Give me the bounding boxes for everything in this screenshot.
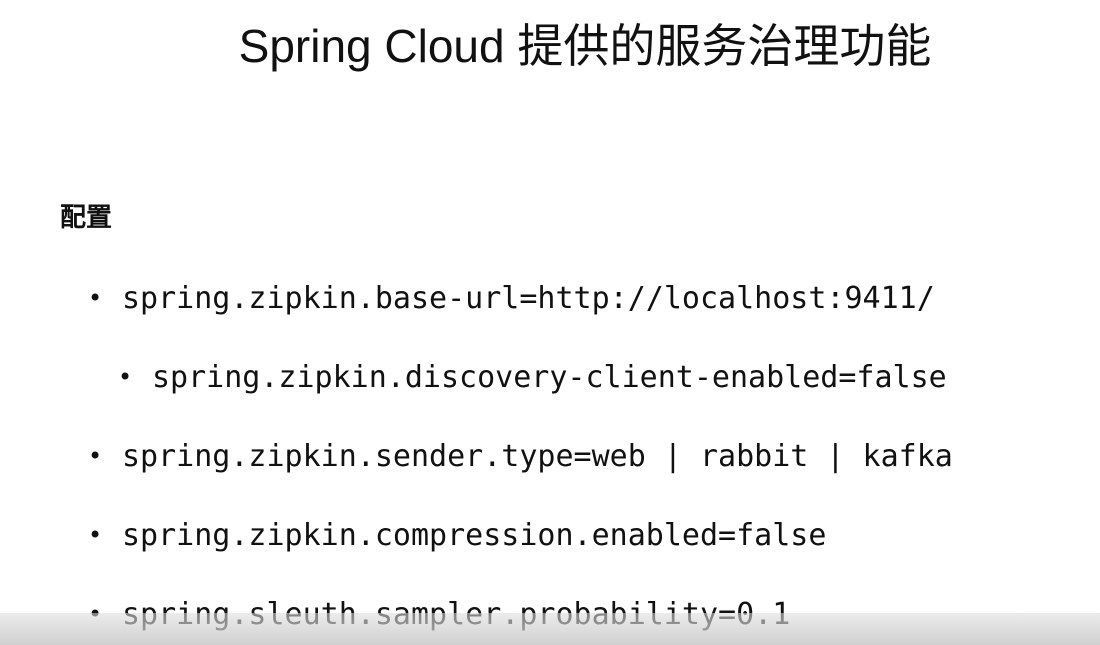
config-item: • spring.zipkin.base-url=http://localhost… — [88, 278, 935, 319]
bullet-icon: • — [88, 284, 103, 312]
config-item: • spring.zipkin.sender.type=web | rabbit … — [88, 436, 953, 477]
config-item-text: spring.zipkin.discovery-client-enabled=f… — [152, 360, 947, 395]
bullet-icon: • — [88, 521, 103, 549]
config-item-text: spring.zipkin.sender.type=web | rabbit |… — [122, 439, 953, 474]
config-item: • spring.zipkin.discovery-client-enabled=… — [118, 357, 947, 398]
config-item-text: spring.zipkin.base-url=http://localhost:… — [122, 281, 935, 316]
bullet-icon: • — [88, 442, 103, 470]
slide-title: Spring Cloud 提供的服务治理功能 — [238, 20, 932, 72]
bottom-overlay-bar — [0, 613, 1100, 645]
config-item: • spring.zipkin.compression.enabled=false — [88, 515, 826, 556]
config-item-text: spring.zipkin.compression.enabled=false — [122, 518, 827, 553]
bullet-icon: • — [118, 363, 133, 391]
section-heading: 配置 — [60, 203, 113, 233]
